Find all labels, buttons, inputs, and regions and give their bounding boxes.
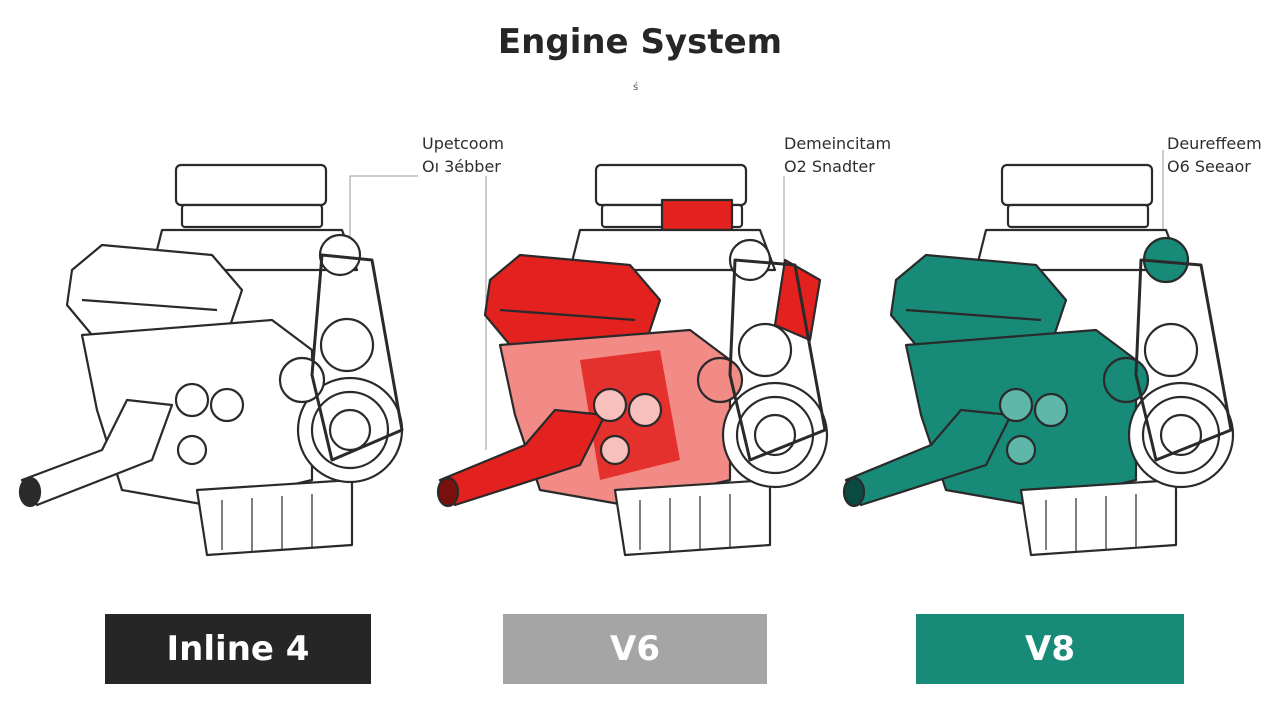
callout-inline4: Upetcoom Oı 3ébber — [422, 132, 504, 178]
callout-line-2: O6 Seeaor — [1167, 157, 1251, 176]
diagram-title: Engine System — [497, 22, 783, 62]
callout-line-1: Upetcoom — [422, 134, 504, 153]
subtitle-mark: ś — [633, 82, 639, 93]
engine-v8-illustration — [842, 163, 1235, 557]
engine-teal-icon — [842, 163, 1235, 557]
callout-v6: Demeincitam O2 Snadter — [784, 132, 891, 178]
label-inline4: Inline 4 — [105, 614, 371, 684]
callout-line-1: Deureffeem — [1167, 134, 1262, 153]
label-v6: V6 — [503, 614, 767, 684]
engine-v6-illustration — [436, 163, 829, 557]
engine-inline4-illustration — [18, 163, 404, 557]
engine-outline-icon — [18, 163, 404, 557]
callout-line-2: O2 Snadter — [784, 157, 875, 176]
engine-red-icon — [436, 163, 829, 557]
callout-line-1: Demeincitam — [784, 134, 892, 153]
label-v8: V8 — [916, 614, 1184, 684]
callout-v8: Deureffeem O6 Seeaor — [1167, 132, 1262, 178]
callout-line-2: Oı 3ébber — [422, 157, 501, 176]
